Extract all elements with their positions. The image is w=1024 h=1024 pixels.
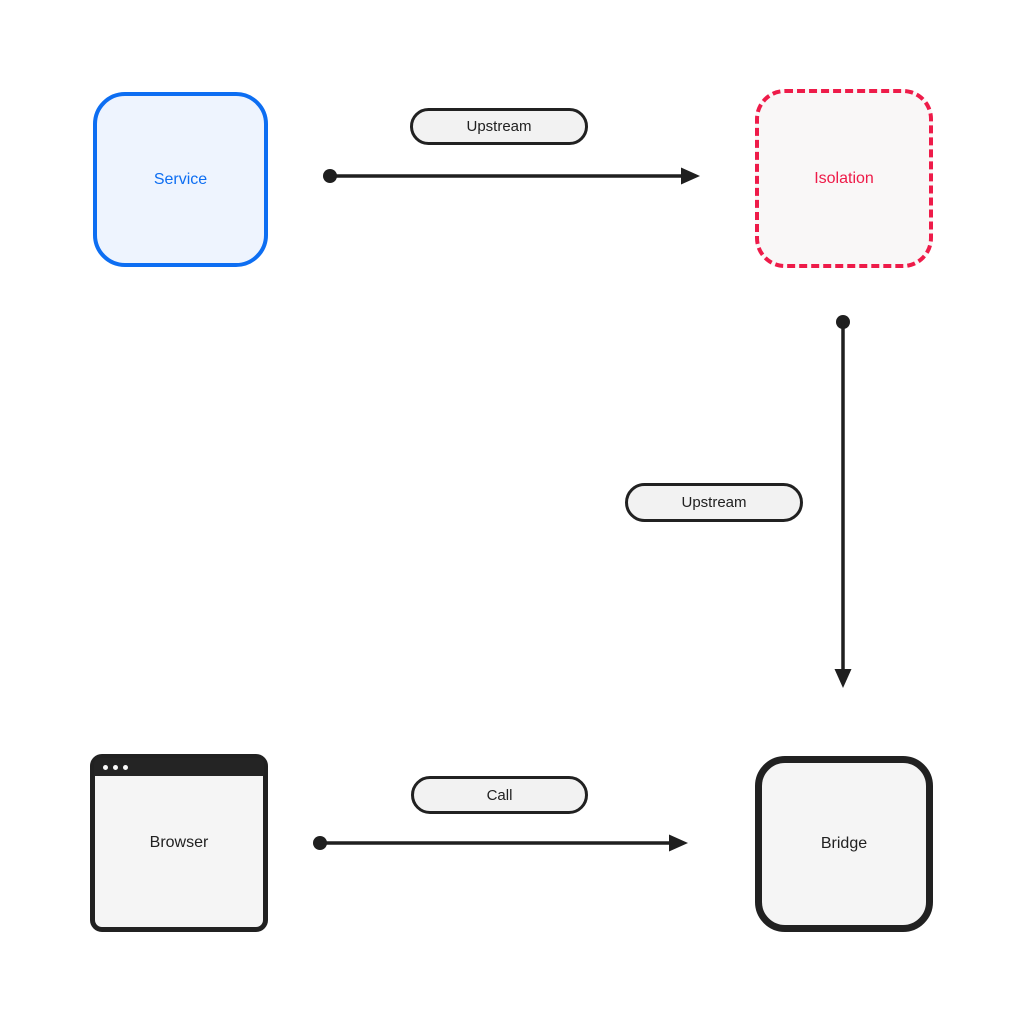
window-dot-icon bbox=[123, 764, 128, 770]
arrowhead-icon bbox=[669, 834, 688, 852]
edge-isolation-bridge bbox=[834, 315, 852, 688]
node-isolation: Isolation bbox=[755, 89, 933, 268]
node-bridge-label: Bridge bbox=[820, 835, 868, 852]
edge-label-upstream-top: Upstream bbox=[410, 108, 588, 145]
edge-label-upstream-vertical: Upstream bbox=[625, 483, 803, 522]
node-bridge: Bridge bbox=[755, 756, 933, 932]
edge-label-call: Call bbox=[411, 776, 588, 814]
edge-label-text: Upstream bbox=[466, 118, 532, 135]
node-service-label: Service bbox=[153, 170, 208, 188]
node-service: Service bbox=[93, 92, 268, 267]
edge-label-text: Call bbox=[486, 786, 513, 804]
node-browser-label: Browser bbox=[149, 834, 209, 851]
node-browser: Browser bbox=[90, 754, 268, 932]
browser-content: Browser bbox=[95, 759, 263, 927]
edge-browser-bridge bbox=[313, 834, 688, 852]
node-isolation-label: Isolation bbox=[814, 169, 874, 187]
browser-titlebar bbox=[94, 758, 264, 776]
edge-label-text: Upstream bbox=[681, 494, 747, 511]
edge-service-isolation bbox=[323, 167, 700, 185]
window-dot-icon bbox=[113, 764, 118, 770]
window-dot-icon bbox=[103, 764, 108, 770]
arrowhead-icon bbox=[834, 669, 852, 688]
arrowhead-icon bbox=[681, 167, 700, 185]
